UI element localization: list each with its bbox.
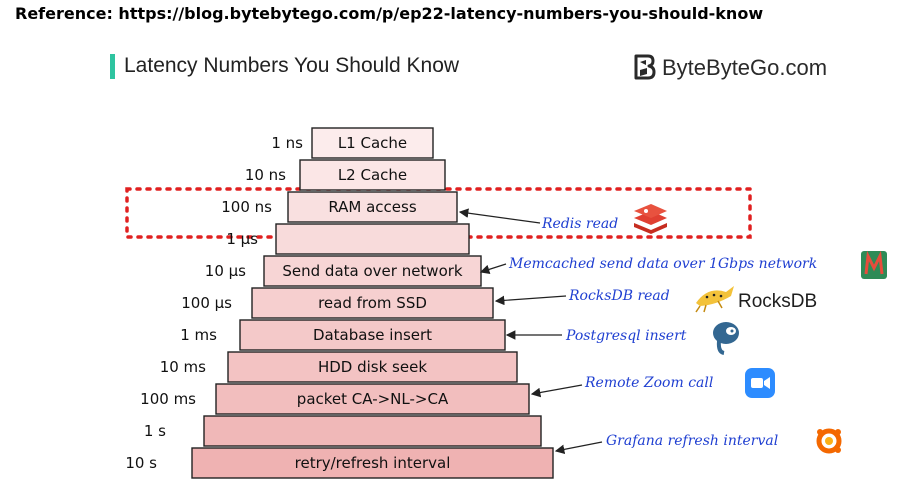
latency-label: 100 ns (221, 198, 272, 216)
level-label: HDD disk seek (318, 358, 427, 376)
latency-label: 100 ms (140, 390, 196, 408)
brand-name: ByteByteGo.com (662, 55, 828, 80)
annotation-grafana: Grafana refresh interval (606, 433, 778, 449)
bytebytego-logo-icon (634, 54, 656, 80)
postgresql-icon (713, 322, 739, 355)
reference-text: Reference: https://blog.bytebytego.com/p… (15, 4, 764, 23)
level-label: packet CA->NL->CA (297, 390, 449, 408)
rocksdb-logo-text: RocksDB (738, 291, 817, 312)
latency-label: 10 µs (205, 262, 246, 280)
page-title: Latency Numbers You Should Know (124, 54, 460, 77)
memcached-icon (861, 250, 887, 279)
level-label: L2 Cache (338, 166, 407, 184)
latency-label: 10 ms (160, 358, 206, 376)
latency-label: 10 ns (245, 166, 286, 184)
brand: ByteByteGo.com (632, 52, 827, 84)
grafana-icon (816, 428, 842, 454)
pyramid-level (311, 127, 434, 159)
arrow-memcached (479, 263, 507, 275)
pyramid-level (239, 319, 506, 351)
annotation-arrows (458, 208, 603, 455)
latency-label: 1 ms (180, 326, 217, 344)
pyramid-level (203, 415, 542, 447)
pyramid-level (215, 383, 530, 415)
annotation-postgresql: Postgresql insert (565, 328, 687, 344)
annotation-zoom: Remote Zoom call (584, 375, 713, 391)
rocksdb-icon (695, 286, 734, 313)
pyramid-level (287, 191, 458, 223)
level-label: retry/refresh interval (295, 454, 451, 472)
level-label: read from SSD (318, 294, 427, 312)
pyramid-level (275, 223, 470, 255)
latency-label: 1 ns (271, 134, 303, 152)
level-label: L1 Cache (338, 134, 407, 152)
latency-labels: 1 ns 10 ns 100 ns 1 µs 10 µs 100 µs 1 ms 10 ms 1… (125, 134, 303, 472)
latency-label: 1 s (144, 422, 166, 440)
latency-label: 100 µs (181, 294, 232, 312)
level-label: RAM access (328, 198, 417, 216)
pyramid-level (251, 287, 494, 319)
pyramid-level (227, 351, 518, 383)
pyramid-level (191, 447, 554, 479)
latency-label: 1 µs (226, 230, 258, 248)
arrow-redis (458, 208, 541, 224)
arrow-zoom (530, 384, 583, 398)
annotation-redis: Redis read (541, 216, 618, 232)
arrow-rocksdb (494, 295, 567, 306)
title-accent-bar (110, 54, 115, 79)
annotation-rocksdb: RocksDB read (568, 288, 670, 304)
annotation-memcached: Memcached send data over 1Gbps network (508, 256, 817, 272)
pyramid-level (299, 159, 446, 191)
latency-label: 10 s (125, 454, 157, 472)
level-label: Database insert (313, 326, 432, 344)
zoom-icon (745, 368, 775, 398)
redis-icon (634, 204, 667, 234)
arrow-grafana (554, 441, 603, 455)
level-label: Send data over network (282, 262, 463, 280)
